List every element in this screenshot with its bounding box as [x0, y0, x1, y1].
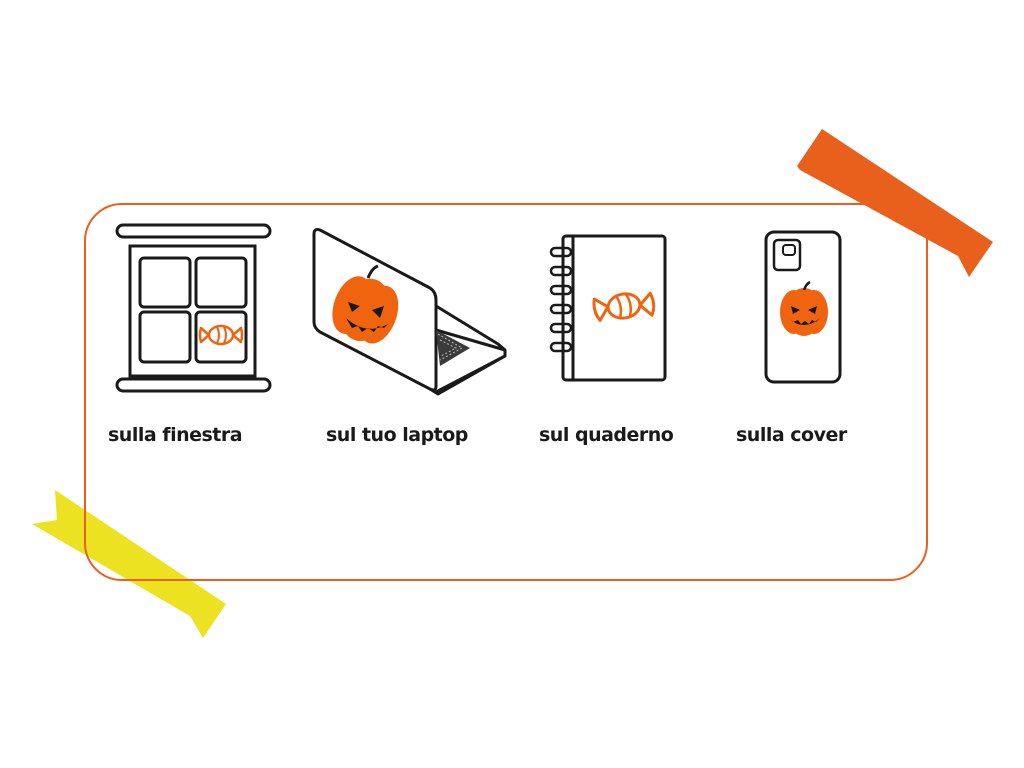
laptop-illustration — [310, 226, 510, 396]
caption-notebook: sul quaderno — [539, 424, 674, 446]
caption-laptop: sul tuo laptop — [326, 424, 468, 446]
keyboard — [436, 330, 470, 366]
phone-cover-illustration — [764, 230, 844, 386]
pumpkin-icon — [780, 280, 828, 336]
window-illustration — [114, 222, 274, 396]
caption-window: sulla finestra — [108, 424, 243, 446]
candy-icon — [592, 291, 656, 322]
content-frame — [84, 203, 928, 581]
caption-phone-cover: sulla cover — [736, 424, 847, 446]
pumpkin-icon — [332, 264, 399, 344]
notebook-illustration — [545, 234, 671, 384]
candy-icon — [198, 324, 244, 346]
